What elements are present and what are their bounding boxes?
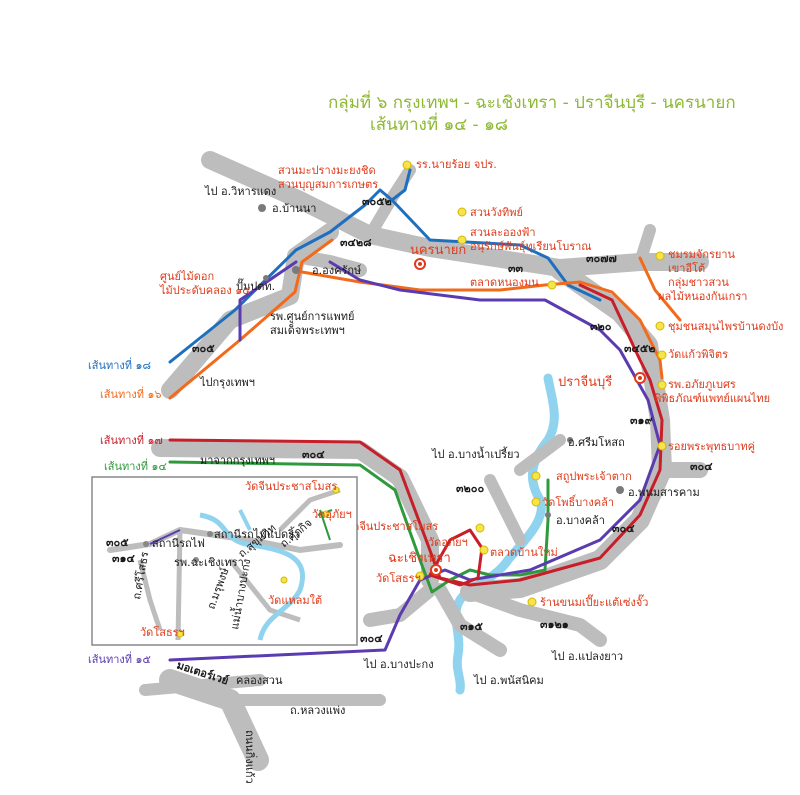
city-marker-nakhon-nayok <box>414 258 426 270</box>
inset-map <box>91 476 358 646</box>
poi-label-museum: อนุรักษ์พันธุ์ทุเรียนโบราณ <box>470 239 592 253</box>
poi-label-suan-boonsom: สวนบุญสมการเกษตร <box>278 178 378 191</box>
place-medical: รพ.ศูนย์การแพทย์ <box>270 310 354 323</box>
city-label-nakhon-nayok: นครนายก <box>410 243 466 258</box>
place-to-bang-nam-priao: ไป อ.บางน้ำเปรี้ยว <box>431 446 520 461</box>
poi-label-market-ban-mai: ตลาดบ้านใหม่ <box>490 546 558 559</box>
city-label-chachoengsao: ฉะเชิงเทรา <box>388 551 451 566</box>
route-15-line <box>168 260 662 662</box>
place-medical-2: สมเด็จพระเทพฯ <box>270 323 345 337</box>
place-bang-khla: อ.บางคล้า <box>556 514 605 527</box>
poi-label-sadet: สถูปพระเจ้าตาก <box>556 470 632 483</box>
road-number-315: ๓๑๕ <box>460 620 484 633</box>
poi-label-kanom: ร้านขนมเปี๊ยะแต้เซ่งจั๊ว <box>540 594 648 609</box>
road-number-304-east: ๓๐๔ <box>690 460 713 473</box>
poi-label-herb: ชุมชนสมุนไพรบ้านดงบัง <box>668 320 783 333</box>
place-king-kaew: ถนนกิ่งแก้ว <box>243 730 258 784</box>
roads <box>139 151 709 771</box>
road-number-3077: ๓๐๗๗ <box>586 252 617 265</box>
place-si-mahosot: อ.ศรีมโหสถ <box>568 435 625 449</box>
inset-wat-sothon: วัดโสธรฯ <box>140 625 185 639</box>
place-to-plaeng-yao: ไป อ.แปลงยาว <box>551 650 623 663</box>
inset-road-number-314: ๓๑๔ <box>112 552 136 565</box>
inset-wat-laem: วัดแหลมใต้ <box>268 594 322 607</box>
city-label-prachinburi: ปราจีนบุรี <box>558 374 612 390</box>
road-number-304-south: ๓๐๔ <box>612 522 635 535</box>
road-number-3121: ๓๑๒๑ <box>540 618 569 631</box>
poi-label-bike: ชมรมจักรยาน <box>668 248 736 261</box>
poi-label-suan-lamut: สวนละอองฟ้า <box>470 226 536 239</box>
poi-label-wat-kaew: วัดแก้วพิจิตร <box>668 348 728 361</box>
inset-wat-jin: วัดจีนประชาสโมสร <box>245 479 337 493</box>
poi-label-wat-pho: วัดโพธิ์บางคล้า <box>542 494 614 509</box>
road-number-33: ๓๓ <box>508 262 524 275</box>
route-label-18: เส้นทางที่ ๑๘ <box>88 357 151 372</box>
poi-label-ror-ror: รร.นายร้อย จปร. <box>416 158 497 171</box>
inset-road-number-305: ๓๐๕ <box>106 536 129 549</box>
road-number-320: ๓๒๐ <box>590 320 612 333</box>
poi-label-footprint: รอยพระพุทธบาทคู่ <box>668 440 755 453</box>
city-marker-chachoengsao <box>430 564 442 576</box>
route-label-14: เส้นทางที่ ๑๔ <box>104 458 167 473</box>
road-number-3200: ๓๒๐๐ <box>456 482 484 495</box>
place-luang-phaeng: ถ.หลวงแพ่ง <box>290 704 345 717</box>
place-to-vihan-daeng: ไป อ.วิหารแดง <box>204 185 276 198</box>
river-main <box>451 373 559 695</box>
map-title-line2: เส้นทางที่ ๑๔ - ๑๘ <box>370 112 508 135</box>
place-to-bang-pakong: ไป อ.บางปะกง <box>363 658 434 671</box>
poi-dots <box>402 160 667 607</box>
road-number-3452: ๓๔๕๒ <box>624 342 655 355</box>
route-label-17: เส้นทางที่ ๑๗ <box>100 432 163 447</box>
poi-label-flower-2: ไม้ประดับคลอง ๑๕ <box>159 284 251 297</box>
place-ban-na: อ.บ้านนา <box>272 202 316 215</box>
poi-label-khao-yai: เขาอีโต้ <box>668 261 705 275</box>
poi-label-fruit: กลุ่มชาวสวน <box>668 276 729 289</box>
poi-label-suan-wang: สวนวังทิพย์ <box>470 206 523 219</box>
poi-label-abhaibhubejhr: รพ.อภัยภูเบศร <box>668 378 736 391</box>
route-label-16: เส้นทางที่ ๑๖ <box>100 386 162 401</box>
road-number-3052: ๓๐๕๒ <box>362 195 392 208</box>
place-phanom-sarakham: อ.พนมสารคาม <box>628 486 700 499</box>
poi-label-museum-thai-med: พิพิธภัณฑ์แพทย์แผนไทย <box>654 392 770 405</box>
route-17-line <box>168 283 664 587</box>
inset-station-bus: สถานีรถไฟแปดริ้ว <box>214 526 300 541</box>
road-number-319: ๓๑๙ <box>630 414 653 427</box>
city-marker-prachinburi <box>634 372 646 384</box>
road-number-3428: ๓๔๒๘ <box>340 236 372 249</box>
poi-label-wat-upai: วัดอุภัยฯ <box>428 536 468 549</box>
poi-label-wat-jin: วัดจีนประชาสโมสร <box>346 519 438 533</box>
place-ongkharak: อ.องครักษ์ <box>312 264 362 277</box>
place-to-phanat: ไป อ.พนัสนิคม <box>473 674 544 687</box>
poi-label-fruit-2: ผลไม้หนองกันเกรา <box>658 290 747 303</box>
river <box>451 373 559 695</box>
road-number-304-west: ๓๐๔ <box>302 448 325 461</box>
place-from-bangkok: มาจากกรุงเทพฯ <box>200 454 275 467</box>
road-number-305: ๓๐๕ <box>192 342 215 355</box>
road-number-304-sw: ๓๐๔ <box>360 632 383 645</box>
poi-label-suan-mayongchid: สวนมะปรางมะยงชิด <box>278 164 376 177</box>
poi-label-market-nong-mon: ตลาดหนองมน <box>470 276 539 289</box>
place-to-bangkok: ไปกรุงเทพฯ <box>199 376 255 389</box>
poi-label-wat-sothon: วัดโสธรฯ <box>376 571 421 585</box>
place-khlong-suan: คลองสวน <box>236 674 283 687</box>
place-pump: ปั๊มปตท. <box>236 278 275 293</box>
map-title-line1: กลุ่มที่ ๖ กรุงเทพฯ - ฉะเชิงเทรา - ปราจี… <box>328 90 736 113</box>
route-label-15: เส้นทางที่ ๑๕ <box>88 651 151 666</box>
inset-wat-upai: วัดอุภัยฯ <box>312 508 352 521</box>
inset-station-train: สถานีรถไฟ <box>152 537 205 550</box>
inset-hospital: รพ.ฉะเชิงเทรา <box>174 556 244 569</box>
poi-label-flower: ศูนย์ไม้ดอก <box>160 270 214 283</box>
locality-dots <box>258 204 624 518</box>
